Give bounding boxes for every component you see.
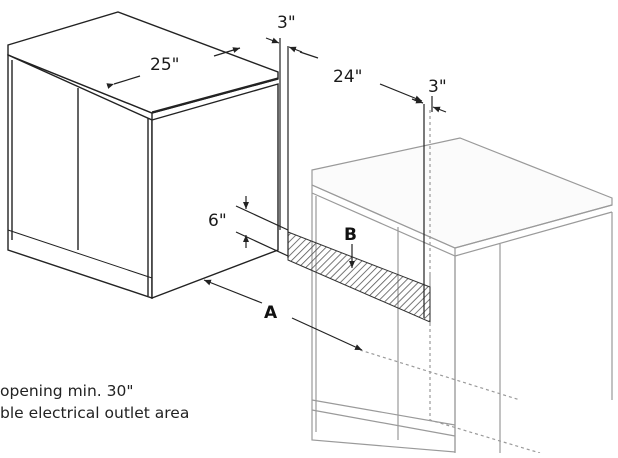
outlet-area-hatch bbox=[287, 231, 431, 323]
legend: opening min. 30" ble electrical outlet a… bbox=[0, 380, 618, 424]
dim-gap-left bbox=[265, 37, 303, 53]
callout-a: A bbox=[264, 303, 278, 323]
legend-line-a: opening min. 30" bbox=[0, 382, 134, 400]
label-gap-right: 3" bbox=[428, 77, 447, 97]
dim-outlet-height bbox=[235, 196, 289, 257]
label-gap-left: 3" bbox=[277, 13, 296, 33]
dim-cabinet-width bbox=[106, 47, 241, 89]
legend-line-b: ble electrical outlet area bbox=[0, 404, 190, 422]
label-opening: 24" bbox=[333, 67, 362, 87]
dim-opening bbox=[299, 51, 423, 102]
callout-b: B bbox=[344, 225, 357, 245]
dim-gap-right bbox=[411, 96, 447, 113]
callout-a-dimension bbox=[203, 279, 363, 351]
ghost-cabinet bbox=[311, 110, 613, 454]
left-cabinet bbox=[7, 11, 279, 300]
extension-lines bbox=[279, 38, 425, 318]
label-cabinet-width: 25" bbox=[150, 55, 179, 75]
label-outlet-height: 6" bbox=[208, 211, 227, 231]
